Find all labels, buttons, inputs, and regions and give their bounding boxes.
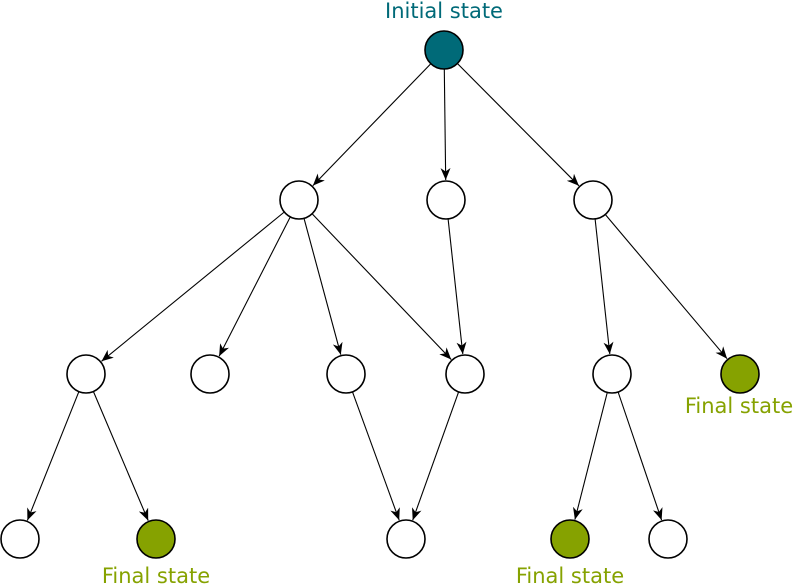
- labels-layer: Initial state Final state Final state Fi…: [102, 0, 793, 585]
- nodes-layer: [0, 30, 760, 559]
- edges-layer: [26, 63, 728, 521]
- state-node: [445, 354, 485, 394]
- final-state-node: [720, 354, 760, 394]
- edge-b1-c1: [26, 391, 80, 521]
- edge-b1-c2: [92, 391, 149, 521]
- state-node: [648, 519, 688, 559]
- state-node: [0, 519, 40, 559]
- edge-a1-b1: [101, 211, 285, 362]
- edge-a1-b3: [303, 218, 343, 355]
- edge-root-a3: [457, 63, 580, 187]
- edge-root-a1: [312, 63, 432, 186]
- final-state-node: [136, 519, 176, 559]
- final-state-label: Final state: [102, 564, 210, 585]
- edge-a2-b4: [447, 218, 467, 355]
- state-node: [426, 180, 466, 220]
- edge-a1-b4: [311, 213, 452, 360]
- state-node: [386, 519, 426, 559]
- edge-b3-c3: [351, 391, 400, 521]
- initial-state-label: Initial state: [385, 0, 503, 23]
- edge-b4-c3: [412, 391, 460, 521]
- final-state-label: Final state: [685, 394, 793, 418]
- edge-a3-b6: [604, 214, 728, 360]
- state-node: [326, 354, 366, 394]
- state-node: [190, 354, 230, 394]
- edge-b5-c5: [617, 391, 663, 521]
- edge-a3-b5: [594, 218, 614, 355]
- initial-state-node: [424, 30, 464, 70]
- final-state-node: [550, 519, 590, 559]
- state-node: [66, 354, 106, 394]
- edge-root-a2: [440, 68, 451, 181]
- edge-b5-c4: [573, 392, 608, 520]
- state-node: [279, 180, 319, 220]
- state-node: [592, 354, 632, 394]
- state-node: [573, 180, 613, 220]
- final-state-label: Final state: [516, 564, 624, 585]
- edge-a1-b2: [218, 216, 291, 357]
